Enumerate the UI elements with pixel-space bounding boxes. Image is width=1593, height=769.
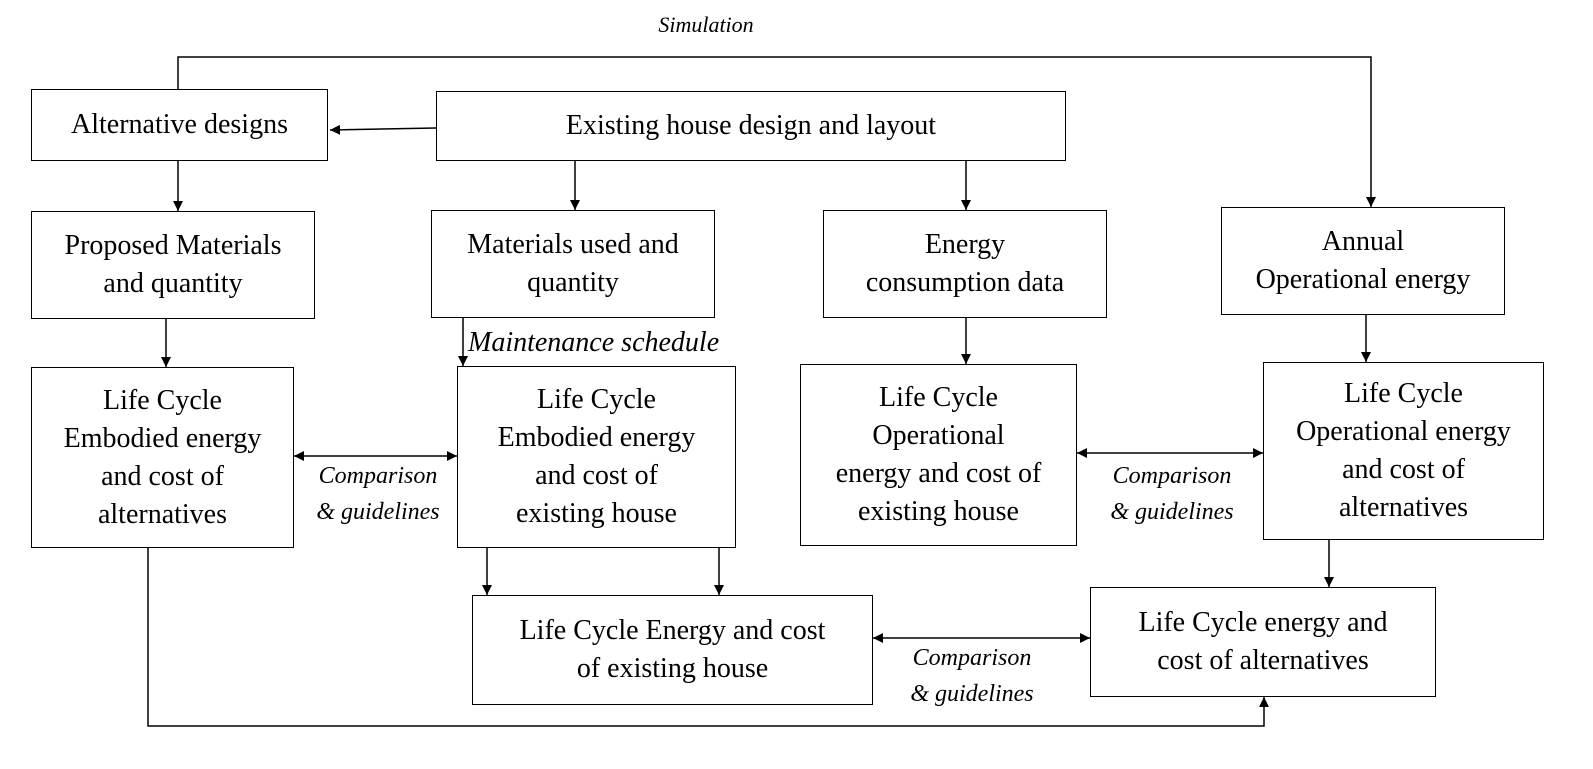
maintenance-schedule-label: Maintenance schedule (468, 327, 720, 358)
existing-house-design-box: Existing house design and layout (436, 91, 1066, 161)
materials-used-text: Materials used and quantity (467, 229, 679, 298)
arrow-lc-emb-alt-to-total-alt (147, 548, 1269, 727)
lc-embodied-existing-text: Life Cycle Embodied energy and cost of e… (497, 384, 696, 529)
lc-operational-alternatives-box: Life Cycle Operational energy and cost o… (1263, 362, 1544, 540)
energy-consumption-text: Energy consumption data (865, 229, 1065, 298)
alternative-designs-text: Alternative designs (71, 109, 288, 140)
proposed-materials-box: Proposed Materials and quantity (31, 211, 315, 319)
lc-total-existing-box: Life Cycle Energy and cost of existing h… (472, 595, 873, 705)
lc-operational-alternatives-text: Life Cycle Operational energy and cost o… (1296, 378, 1511, 523)
lc-total-alternatives-box: Life Cycle energy and cost of alternativ… (1090, 587, 1436, 697)
simulation-label: Simulation (658, 12, 754, 37)
lc-embodied-existing-box: Life Cycle Embodied energy and cost of e… (457, 366, 736, 548)
annual-operational-energy-text: Annual Operational energy (1255, 226, 1471, 295)
comparison-guidelines-operational-label: Comparison & guidelines (1110, 463, 1234, 525)
lc-embodied-alternatives-text: Life Cycle Embodied energy and cost of a… (63, 384, 262, 530)
proposed-materials-text: Proposed Materials and quantity (64, 230, 282, 299)
lc-operational-existing-text: Life Cycle Operational energy and cost o… (835, 382, 1042, 527)
comparison-guidelines-embodied-label: Comparison & guidelines (316, 463, 440, 525)
arrow-simulation (177, 56, 1376, 207)
lc-operational-existing-box: Life Cycle Operational energy and cost o… (800, 364, 1077, 546)
lc-total-existing-text: Life Cycle Energy and cost of existing h… (519, 615, 826, 684)
comparison-guidelines-total-label: Comparison & guidelines (910, 645, 1034, 707)
annual-operational-energy-box: Annual Operational energy (1221, 207, 1505, 315)
arrow-existing-to-alternatives (329, 124, 437, 135)
lc-total-alternatives-text: Life Cycle energy and cost of alternativ… (1138, 607, 1388, 676)
alternative-designs-box: Alternative designs (31, 89, 328, 161)
lc-embodied-alternatives-box: Life Cycle Embodied energy and cost of a… (31, 367, 294, 548)
energy-consumption-box: Energy consumption data (823, 210, 1107, 318)
existing-house-design-text: Existing house design and layout (565, 110, 937, 141)
materials-used-box: Materials used and quantity (431, 210, 715, 318)
